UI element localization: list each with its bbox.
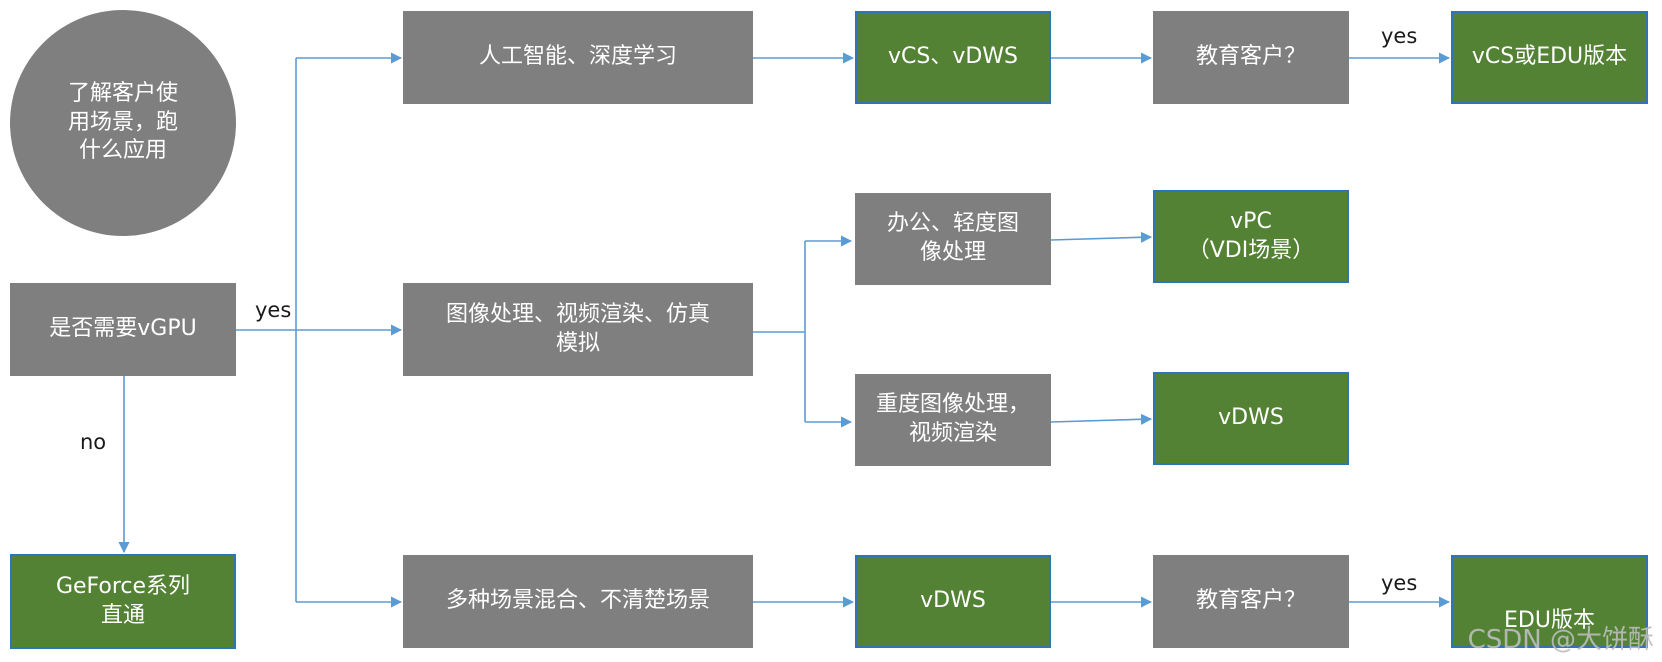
node-vdws-heavy: vDWS bbox=[1153, 372, 1349, 465]
label-yes-vgpu: yes bbox=[255, 298, 292, 322]
node-vcs-vdws: vCS、vDWS bbox=[855, 11, 1051, 104]
node-mixed: 多种场景混合、不清楚场景 bbox=[403, 555, 753, 648]
node-office-light: 办公、轻度图 像处理 bbox=[855, 193, 1051, 285]
node-need-vgpu: 是否需要vGPU bbox=[10, 283, 236, 376]
watermark: CSDN @大饼酥 bbox=[1467, 625, 1654, 655]
label-no-vgpu: no bbox=[80, 430, 107, 454]
node-vdws-mixed: vDWS bbox=[855, 555, 1051, 648]
node-edu-q1: 教育客户？ bbox=[1153, 11, 1349, 104]
edge-heavy-vdws bbox=[1050, 413, 1153, 425]
node-img-video: 图像处理、视频渲染、仿真 模拟 bbox=[403, 283, 753, 376]
node-ai-dl: 人工智能、深度学习 bbox=[403, 11, 753, 104]
node-vcs-edu: vCS或EDU版本 bbox=[1451, 11, 1648, 104]
edge-office-vpc bbox=[1050, 231, 1153, 243]
node-edu-q2: 教育客户？ bbox=[1153, 555, 1349, 648]
node-geforce: GeForce系列 直通 bbox=[10, 554, 236, 649]
node-edu-version: EDU版本 bbox=[1451, 555, 1648, 648]
label-yes-edu2: yes bbox=[1381, 571, 1418, 595]
node-vpc: vPC （VDI场景） bbox=[1153, 190, 1349, 283]
node-heavy-img: 重度图像处理， 视频渲染 bbox=[855, 374, 1051, 466]
label-yes-edu1: yes bbox=[1381, 24, 1418, 48]
node-start-circle: 了解客户使 用场景，跑 什么应用 bbox=[10, 10, 236, 236]
